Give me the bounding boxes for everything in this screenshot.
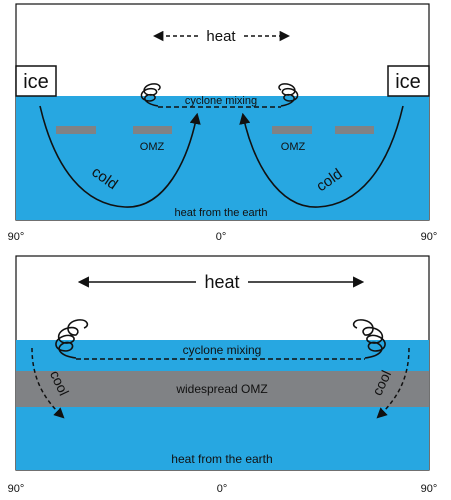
omz-label-right: OMZ (281, 141, 306, 153)
cool-flow-arrow-left (31, 347, 65, 419)
top-ocean (16, 96, 429, 220)
cyclone-curl-icon-top-left (140, 83, 161, 107)
top-axis-left: 90° (8, 231, 25, 243)
omz-bar-2 (133, 126, 172, 134)
ice-box-left (15, 65, 57, 97)
cyclone-mixing-label-bottom: cyclone mixing (183, 343, 262, 357)
top-axis-center: 0° (216, 231, 227, 243)
ice-label-right: ice (395, 71, 421, 93)
bottom-axis-right: 90° (421, 483, 438, 495)
bottom-heat-label: heat (204, 272, 239, 292)
cold-flow-arrow-right (239, 105, 404, 208)
widespread-omz-label: widespread OMZ (175, 382, 267, 396)
cyclone-mixing-label-top: cyclone mixing (185, 95, 257, 107)
omz-bar-3 (272, 126, 312, 134)
ice-label-left: ice (23, 71, 49, 93)
top-axis-right: 90° (421, 231, 438, 243)
widespread-omz-band (16, 371, 429, 407)
cyclone-curl-icon-top-right (278, 83, 299, 107)
omz-label-left: OMZ (140, 141, 165, 153)
top-earth-heat-label: heat from the earth (175, 207, 268, 219)
cyclone-curl-icon-bottom-left (55, 319, 89, 359)
omz-bar-1 (56, 126, 96, 134)
top-panel: heat ice ice cyclone mixing OMZ OMZ cold… (8, 3, 438, 243)
bottom-axis-center: 0° (217, 483, 228, 495)
top-heat-label: heat (206, 28, 236, 45)
cold-flow-arrow-left (39, 105, 201, 208)
bottom-earth-heat-label: heat from the earth (171, 452, 272, 466)
bottom-axis-left: 90° (8, 483, 25, 495)
ice-box-right (387, 65, 430, 97)
cyclone-curl-icon-bottom-right (352, 319, 386, 359)
bottom-panel: heat cyclone mixing widespread OMZ cool … (8, 255, 438, 495)
omz-bar-4 (335, 126, 374, 134)
cool-flow-arrow-right (376, 347, 410, 419)
